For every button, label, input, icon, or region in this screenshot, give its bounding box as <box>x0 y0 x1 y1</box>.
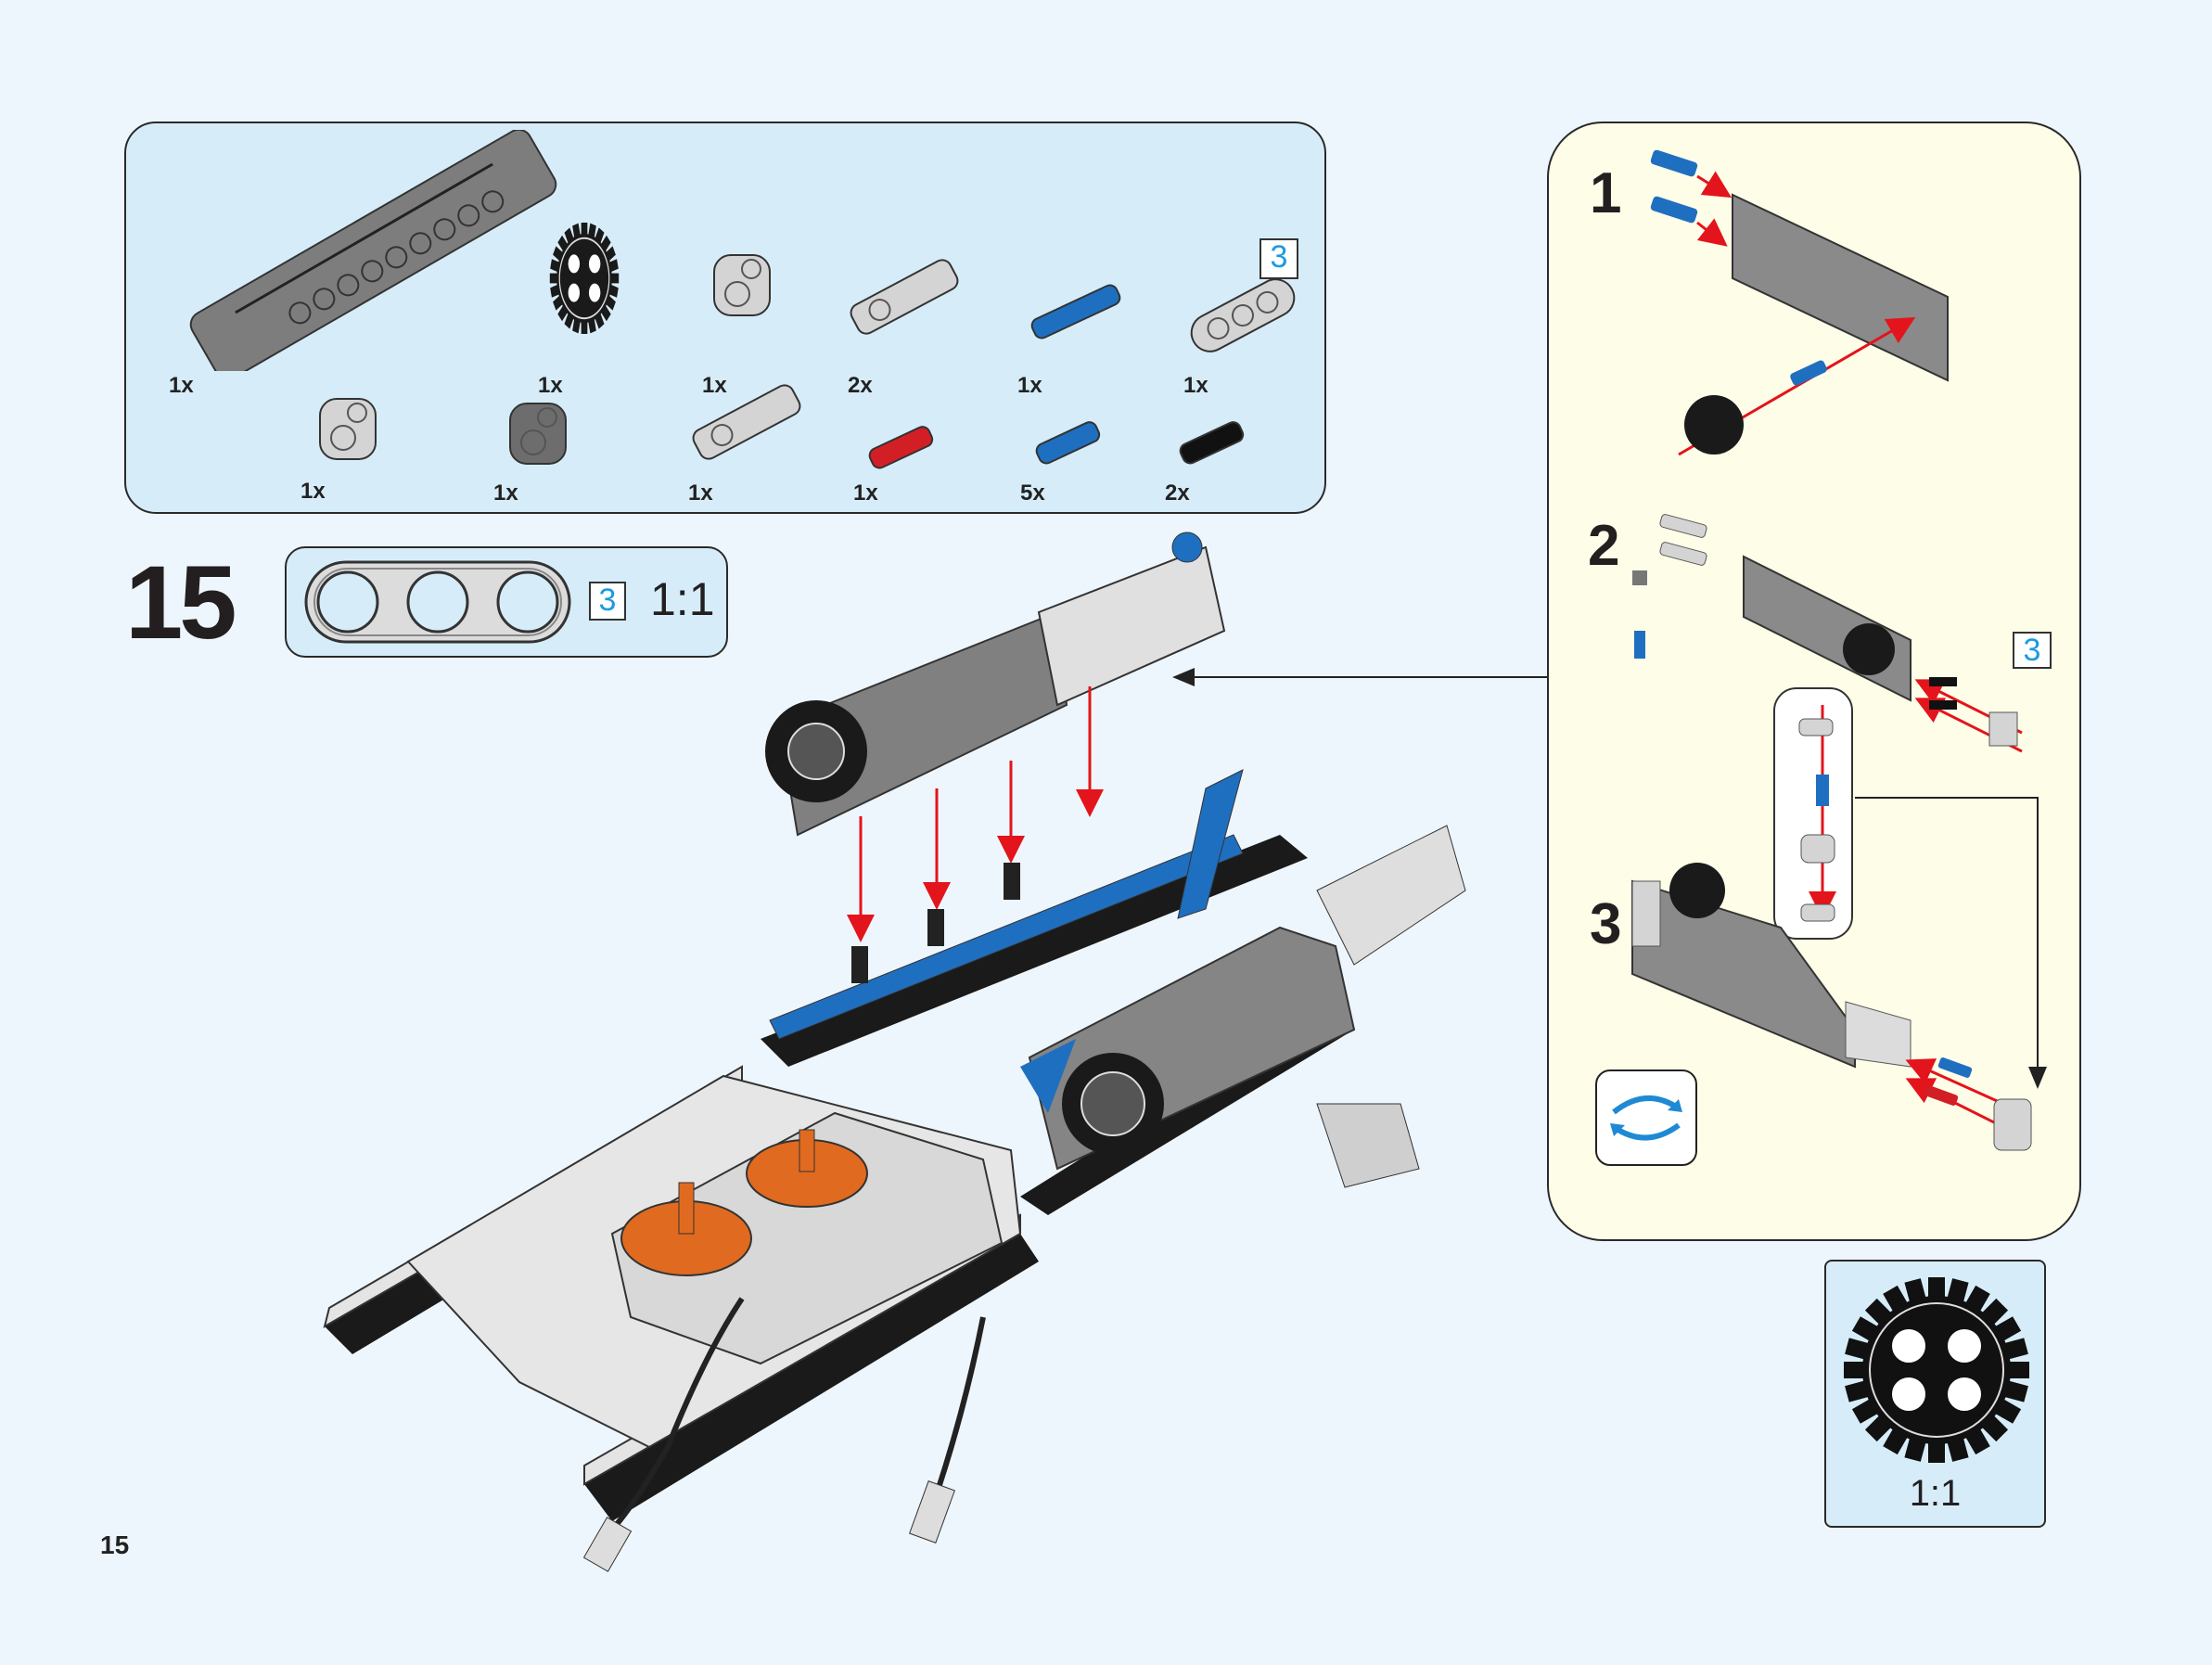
pin-black-icon <box>1159 394 1308 533</box>
gear-24-scale-icon <box>1844 1277 2029 1463</box>
part-quantity: 1x <box>538 373 563 398</box>
part-quantity: 2x <box>848 373 873 398</box>
part-quantity: 1x <box>853 480 878 506</box>
ball-joint-icon <box>487 385 635 524</box>
part-quantity: 1x <box>169 373 194 398</box>
part-quantity: 1x <box>702 373 727 398</box>
scale-reference-box: 3 1:1 <box>285 546 728 658</box>
part-quantity: 1x <box>493 480 518 506</box>
substep-1-label: 1 <box>1590 161 1622 225</box>
substep-2-label: 2 <box>1588 514 1620 578</box>
gear-scale-box: 1:1 <box>1824 1260 2046 1528</box>
step-number: 15 <box>125 544 237 660</box>
part-quantity: 1x <box>1017 373 1042 398</box>
axle-connector-icon <box>682 380 830 519</box>
part-quantity: 5x <box>1020 480 1045 506</box>
part-quantity: 2x <box>1165 480 1190 506</box>
beam-3-icon <box>1178 274 1326 413</box>
sub-assembly-panel: 1 2 3 3 <box>1547 122 2081 1241</box>
part-quantity: 1x <box>300 479 326 504</box>
long-pin-blue-icon <box>1011 269 1159 408</box>
rotate-icon <box>1595 1069 1697 1166</box>
sub-count-badge: 3 <box>2013 632 2052 669</box>
axle-red-icon <box>849 399 997 538</box>
part-quantity: 1x <box>1183 373 1208 398</box>
cross-block-icon <box>297 380 445 519</box>
page-number: 15 <box>100 1531 130 1559</box>
beam-3-scale-icon <box>304 560 571 644</box>
chassis-model <box>323 532 1466 1572</box>
scale-count-badge: 3 <box>589 582 626 621</box>
angle-connector-icon <box>691 237 839 376</box>
gear-24-tooth-icon <box>529 218 640 339</box>
pin-blue-icon <box>1016 394 1164 533</box>
part-quantity: 1x <box>688 480 713 506</box>
gear-scale-label: 1:1 <box>1909 1473 1962 1514</box>
substep-3-label: 3 <box>1590 892 1622 956</box>
parts-count-badge: 3 <box>1259 238 1298 279</box>
axle-pin-connector-icon <box>839 255 988 394</box>
thick-panel-beam-icon <box>167 130 575 371</box>
scale-label: 1:1 <box>650 573 715 625</box>
